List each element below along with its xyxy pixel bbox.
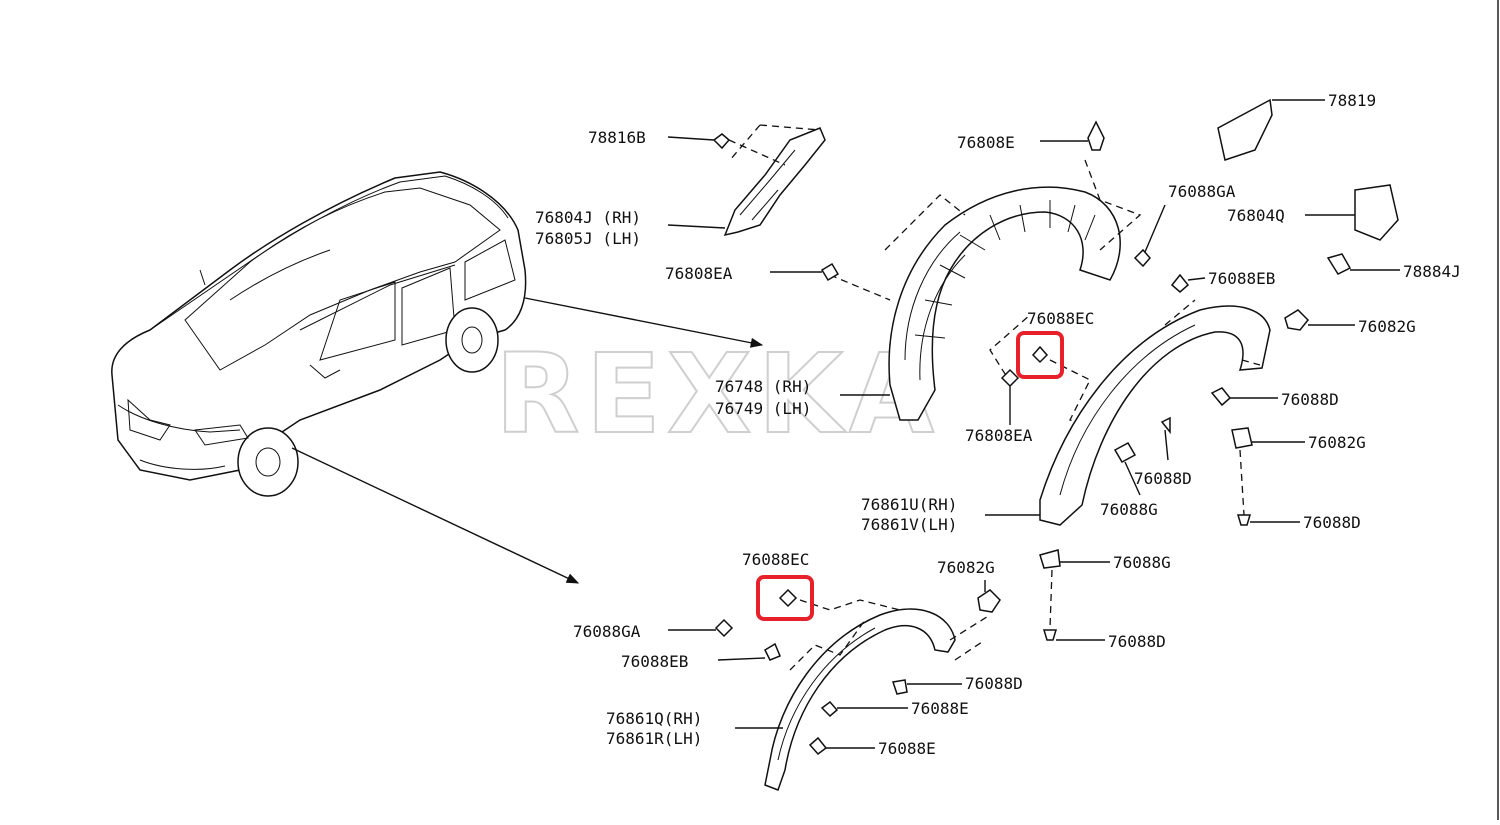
label-76805J: 76805J (LH) (535, 229, 641, 248)
label-76861V: 76861V(LH) (861, 515, 957, 534)
watermark-text: REXKA (495, 330, 940, 458)
label-76088EC-top: 76088EC (1027, 309, 1094, 328)
label-76804Q: 76804Q (1227, 206, 1285, 225)
label-76088D-3: 76088D (1303, 513, 1361, 532)
highlight-76088EC-bottom (756, 575, 814, 621)
label-76088EB-bottom: 76088EB (621, 652, 688, 671)
label-76088GA-top: 76088GA (1168, 182, 1236, 201)
clip-76088E-mid-icon (820, 700, 839, 718)
fender-liner-76748 (888, 186, 1121, 421)
label-76861U: 76861U(RH) (861, 495, 957, 514)
label-76088D-1: 76088D (1281, 390, 1339, 409)
part-78819-icon (1217, 98, 1273, 161)
front-arch-trim-76861Q (764, 608, 956, 791)
clip-76088GA-top-icon (1133, 248, 1151, 268)
clip-76088EB-bottom-icon (764, 642, 781, 661)
label-76088GA-bottom: 76088GA (573, 622, 641, 641)
clip-76808EA-bottom-icon (1000, 368, 1020, 388)
clip-76088EC-bottom-icon (778, 588, 798, 608)
part-76804Q-icon (1354, 184, 1399, 241)
rear-arrow (524, 297, 764, 348)
label-76082G-top: 76082G (1358, 317, 1416, 336)
clip-76088EB-top-icon (1170, 273, 1190, 293)
screw-76088D-3-icon (1236, 514, 1252, 526)
clip-76808EA-icon (820, 262, 840, 282)
clip-76082G-bottom-icon (977, 589, 1001, 613)
front-arrow (291, 447, 580, 584)
screw-76088D-1-icon (1210, 387, 1232, 407)
label-76088E-mid: 76088E (911, 699, 969, 718)
label-76088EB-top: 76088EB (1208, 269, 1275, 288)
clip-76088G-bottom-icon (1039, 549, 1061, 569)
label-76088G-bottom: 76088G (1113, 553, 1171, 572)
label-76861R: 76861R(LH) (606, 729, 702, 748)
label-76749: 76749 (LH) (715, 399, 811, 418)
label-76088G-mid: 76088G (1100, 500, 1158, 519)
clip-78884J-icon (1326, 253, 1352, 275)
label-76808EA-top: 76808EA (665, 264, 733, 283)
label-76088D-2: 76088D (1134, 469, 1192, 488)
label-76088E-bottom: 76088E (878, 739, 936, 758)
clip-76088GA-bottom-icon (714, 618, 734, 638)
label-76088D-4: 76088D (1108, 632, 1166, 651)
label-76748: 76748 (RH) (715, 377, 811, 396)
highlight-76088EC-top (1016, 331, 1064, 379)
vehicle-illustration (111, 171, 527, 497)
clip-76082G-top-icon (1284, 309, 1310, 331)
clip-78816B-icon (712, 133, 731, 150)
clip-76088G-mid-icon (1113, 441, 1137, 464)
label-78816B: 78816B (588, 128, 646, 147)
label-76082G-bottom: 76082G (937, 558, 995, 577)
clip-76088EC-top-icon (1031, 345, 1049, 364)
screw-76088D-4-icon (1042, 629, 1058, 641)
label-76088D-5: 76088D (965, 674, 1023, 693)
clip-76088E-bottom-icon (808, 736, 828, 756)
label-78884J: 78884J (1403, 262, 1461, 281)
label-76082G-mid: 76082G (1308, 433, 1366, 452)
label-76808EA-bottom: 76808EA (965, 426, 1033, 445)
screw-76088D-5-icon (892, 679, 908, 695)
label-78819: 78819 (1328, 91, 1376, 110)
screw-76088D-2-icon (1160, 416, 1171, 435)
label-76804J: 76804J (RH) (535, 208, 641, 227)
bracket-76804J (723, 127, 826, 237)
label-76088EC-bottom: 76088EC (742, 550, 809, 569)
rear-arch-trim-76861U (1039, 305, 1271, 526)
clip-76082G-mid-icon (1231, 427, 1253, 449)
clip-76808E-icon (1087, 120, 1105, 151)
label-76861Q: 76861Q(RH) (606, 709, 702, 728)
label-76808E: 76808E (957, 133, 1015, 152)
